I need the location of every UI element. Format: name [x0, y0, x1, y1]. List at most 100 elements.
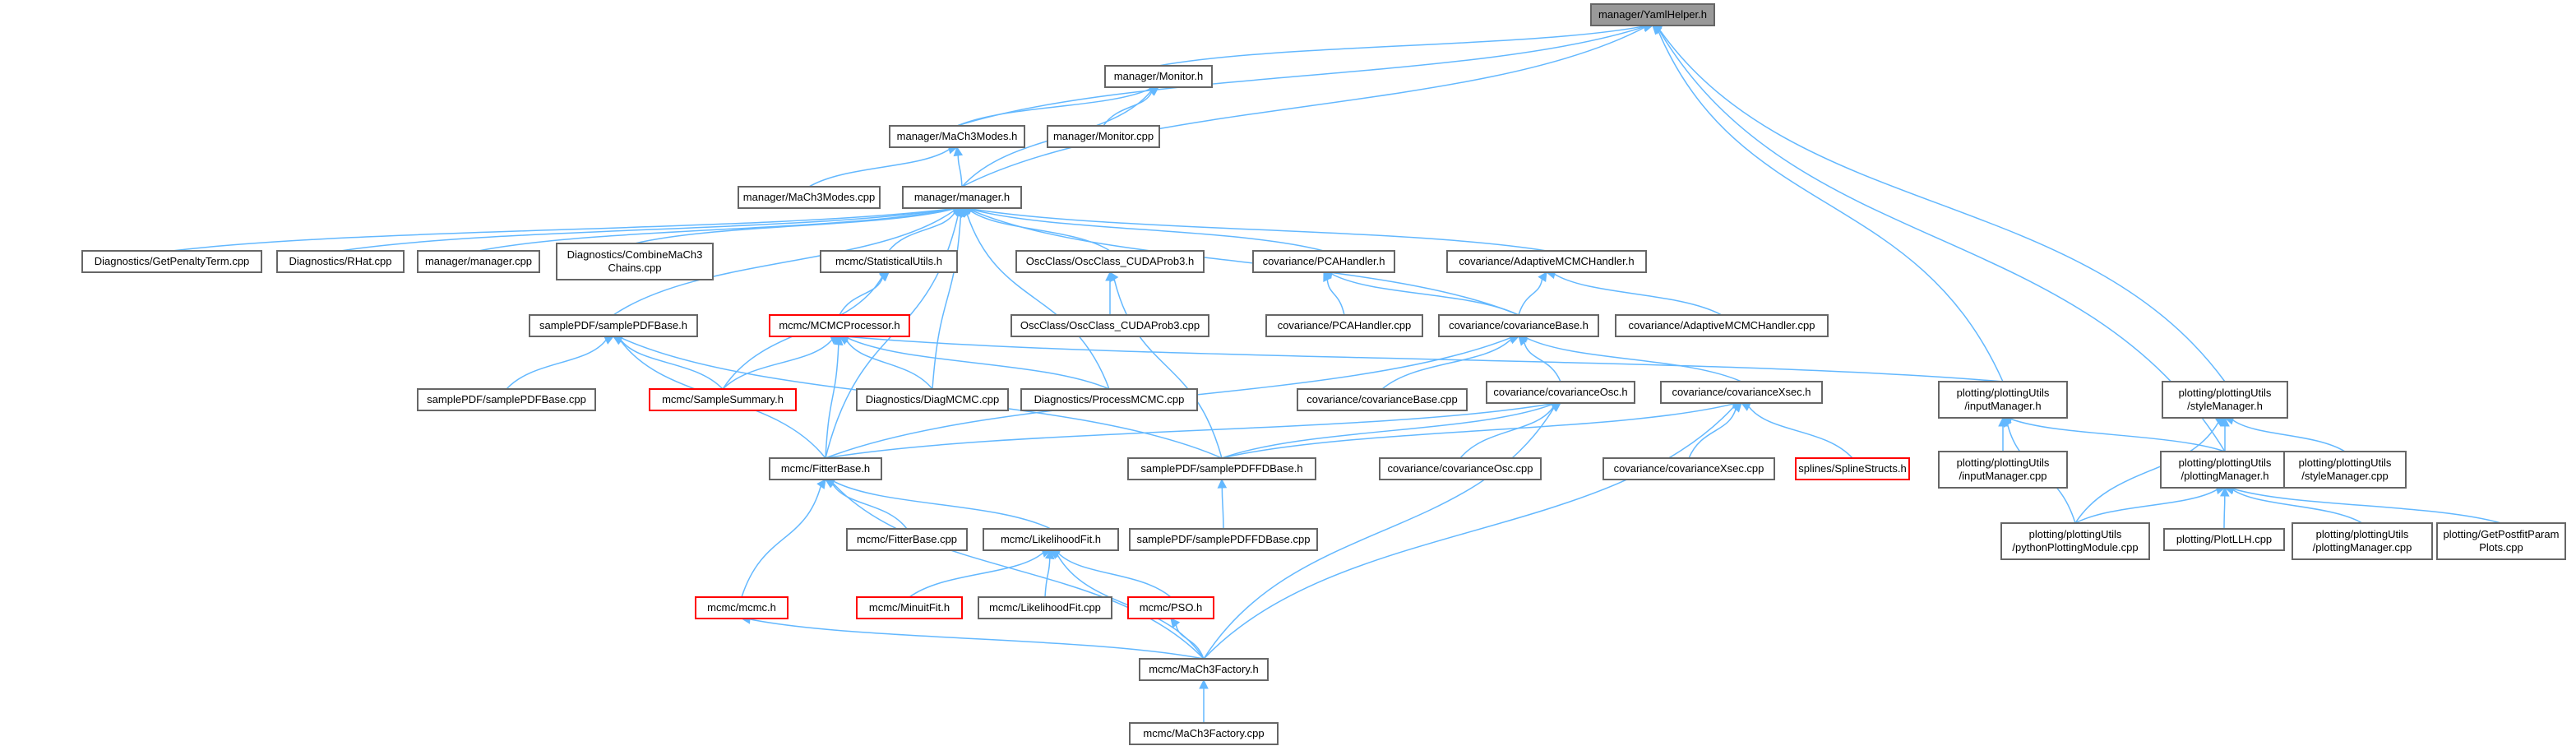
graph-node-file[interactable]: plotting/PlotLLH.cpp — [2163, 528, 2285, 551]
graph-node-file[interactable]: covariance/covarianceBase.h — [1438, 314, 1599, 337]
node-label: Diagnostics/GetPenaltyTerm.cpp — [95, 255, 250, 267]
graph-node-file[interactable]: plotting/plottingUtils/inputManager.cpp — [1938, 451, 2068, 489]
dependency-edge — [932, 215, 962, 390]
node-label: plotting/plottingUtils — [1957, 456, 2050, 469]
node-label: covariance/covarianceBase.cpp — [1306, 393, 1458, 405]
node-label: manager/Monitor.cpp — [1053, 130, 1154, 142]
node-label: samplePDF/samplePDFBase.cpp — [427, 393, 586, 405]
graph-node-file[interactable]: manager/Monitor.cpp — [1047, 125, 1160, 148]
graph-node-file[interactable]: samplePDF/samplePDFFDBase.h — [1127, 457, 1316, 480]
graph-node-file[interactable]: mcmc/FitterBase.cpp — [846, 528, 968, 551]
graph-node-file[interactable]: manager/MaCh3Modes.h — [889, 125, 1025, 148]
node-label: OscClass/OscClass_CUDAProb3.h — [1026, 255, 1194, 267]
graph-node-file[interactable]: mcmc/PSO.h — [1127, 596, 1214, 619]
node-label: covariance/AdaptiveMCMCHandler.h — [1459, 255, 1634, 267]
node-box — [1127, 596, 1214, 619]
graph-node-file[interactable]: samplePDF/samplePDFBase.h — [529, 314, 698, 337]
dependency-edge — [825, 344, 839, 459]
graph-node-file[interactable]: mcmc/FitterBase.h — [769, 457, 882, 480]
dependency-edge — [1203, 405, 1735, 660]
node-label: manager/YamlHelper.h — [1598, 8, 1707, 21]
graph-node-file[interactable]: covariance/covarianceOsc.cpp — [1379, 457, 1542, 480]
graph-node-file[interactable]: mcmc/LikelihoodFit.h — [983, 528, 1119, 551]
graph-node-file[interactable]: plotting/plottingUtils/plottingManager.h — [2160, 451, 2290, 489]
graph-node-file[interactable]: mcmc/mcmc.h — [695, 596, 789, 619]
graph-node-file[interactable]: covariance/covarianceBase.cpp — [1297, 388, 1468, 411]
node-box — [1938, 381, 2068, 419]
dependency-edge — [832, 482, 1205, 660]
node-label: mcmc/mcmc.h — [707, 601, 776, 614]
graph-node-file[interactable]: mcmc/MCMCProcessor.h — [769, 314, 910, 337]
graph-node-file[interactable]: mcmc/MaCh3Factory.cpp — [1129, 722, 1279, 745]
node-box — [1438, 314, 1599, 337]
dependency-edge — [613, 210, 955, 316]
dependency-edge — [1221, 487, 1224, 530]
node-label: plotting/PlotLLH.cpp — [2176, 533, 2272, 545]
dependency-edge — [966, 214, 1110, 390]
dependency-edge — [2232, 419, 2346, 452]
dependency-edge — [961, 26, 1645, 188]
dependency-arrowhead — [816, 479, 826, 489]
graph-node-file[interactable]: covariance/covarianceXsec.h — [1660, 381, 1823, 404]
graph-node-file[interactable]: manager/manager.h — [902, 186, 1022, 209]
graph-node-file[interactable]: mcmc/StatisticalUtils.h — [820, 250, 958, 273]
dependency-edge — [1221, 403, 1553, 459]
node-box — [1129, 722, 1279, 745]
node-box — [978, 596, 1112, 619]
node-box — [1297, 388, 1468, 411]
graph-node-file[interactable]: mcmc/SampleSummary.h — [649, 388, 797, 411]
graph-node-file[interactable]: Diagnostics/DiagMCMC.cpp — [856, 388, 1009, 411]
dependency-edge — [847, 337, 1110, 390]
graph-node-file[interactable]: plotting/plottingUtils/pythonPlottingMod… — [2000, 522, 2150, 560]
dependency-edge — [1158, 25, 1645, 67]
graph-node-file[interactable]: manager/MaCh3Modes.cpp — [738, 186, 881, 209]
dependency-edge — [2232, 489, 2363, 524]
graph-node-file[interactable]: Diagnostics/RHat.cpp — [276, 250, 405, 273]
graph-node-file[interactable]: Diagnostics/ProcessMCMC.cpp — [1020, 388, 1198, 411]
graph-node-file[interactable]: samplePDF/samplePDFFDBase.cpp — [1129, 528, 1318, 551]
node-label: mcmc/StatisticalUtils.h — [835, 255, 942, 267]
graph-node-file[interactable]: Diagnostics/GetPenaltyTerm.cpp — [81, 250, 262, 273]
dependency-edge — [969, 207, 1547, 252]
node-label: covariance/covarianceXsec.cpp — [1614, 462, 1764, 475]
node-box — [1047, 125, 1160, 148]
dependency-edge — [634, 208, 955, 244]
dependency-arrowhead — [879, 271, 890, 282]
dependency-edge — [1459, 406, 1554, 459]
dependency-edge — [171, 207, 955, 252]
graph-node-file[interactable]: covariance/covarianceXsec.cpp — [1602, 457, 1775, 480]
dependency-edge — [722, 339, 833, 390]
node-box — [1252, 250, 1395, 273]
node-label: mcmc/LikelihoodFit.h — [1001, 533, 1101, 545]
dependency-edge — [1554, 273, 1723, 316]
node-box — [1590, 3, 1715, 26]
graph-node-file[interactable]: mcmc/MinuitFit.h — [856, 596, 963, 619]
graph-node-file[interactable]: covariance/covarianceOsc.h — [1486, 381, 1635, 404]
graph-node-file[interactable]: covariance/PCAHandler.h — [1252, 250, 1395, 273]
node-label: mcmc/LikelihoodFit.cpp — [989, 601, 1101, 614]
node-box — [1139, 658, 1269, 681]
graph-node-file[interactable]: mcmc/MaCh3Factory.h — [1139, 658, 1269, 681]
graph-node-file[interactable]: covariance/AdaptiveMCMCHandler.h — [1446, 250, 1647, 273]
node-label: Diagnostics/CombineMaCh3 — [567, 248, 703, 261]
graph-node-file[interactable]: covariance/AdaptiveMCMCHandler.cpp — [1615, 314, 1829, 337]
graph-node-file[interactable]: OscClass/OscClass_CUDAProb3.cpp — [1011, 314, 1209, 337]
dependency-edge — [909, 552, 1043, 598]
dependency-edge — [831, 483, 908, 530]
graph-node-file[interactable]: plotting/plottingUtils/inputManager.h — [1938, 381, 2068, 419]
graph-node-file[interactable]: OscClass/OscClass_CUDAProb3.h — [1015, 250, 1205, 273]
dependency-edge — [2074, 422, 2219, 524]
graph-node-file[interactable]: splines/SplineStructs.h — [1795, 457, 1910, 480]
graph-node-file[interactable]: plotting/plottingUtils/plottingManager.c… — [2292, 522, 2433, 560]
graph-node-file[interactable]: plotting/plottingUtils/styleManager.h — [2162, 381, 2288, 419]
graph-node-file[interactable]: mcmc/LikelihoodFit.cpp — [978, 596, 1112, 619]
dependency-edge — [1658, 29, 2226, 382]
graph-node-file[interactable]: manager/Monitor.h — [1104, 65, 1213, 88]
graph-node-file[interactable]: manager/manager.cpp — [417, 250, 540, 273]
graph-node-file[interactable]: samplePDF/samplePDFBase.cpp — [417, 388, 596, 411]
graph-node-file[interactable]: plotting/plottingUtils/styleManager.cpp — [2283, 451, 2407, 489]
graph-node-file[interactable]: covariance/PCAHandler.cpp — [1265, 314, 1423, 337]
